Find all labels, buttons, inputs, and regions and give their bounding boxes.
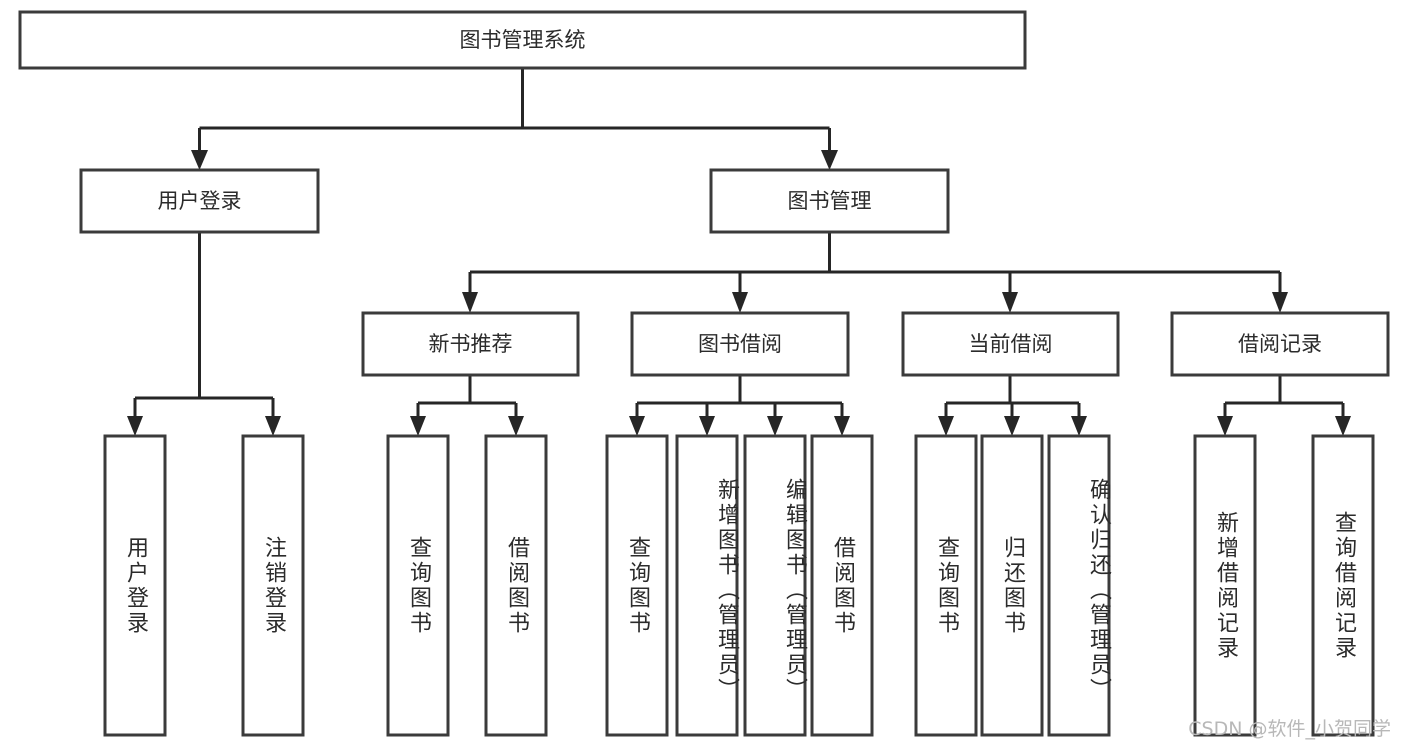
node-leaf-confirm-return[interactable] <box>1047 434 1111 737</box>
node-borrow-record-label: 借阅记录 <box>1238 332 1322 356</box>
node-leaf-edit-book[interactable] <box>743 434 807 737</box>
node-leaf-add-book[interactable] <box>675 434 739 737</box>
node-current-borrow-label: 当前借阅 <box>969 332 1053 356</box>
node-boxes: 图书管理系统 用户登录 图书管理 新书推荐 图书借阅 当前借阅 借阅记录 <box>18 10 1390 737</box>
arrow-to-leaf-edit-book <box>767 416 783 436</box>
connector-group <box>127 68 1351 436</box>
node-leaf-query-book-3[interactable] <box>914 434 978 737</box>
node-new-book-rec[interactable] <box>361 311 580 377</box>
node-leaf-logout[interactable] <box>241 434 305 737</box>
arrow-to-book-manage <box>821 150 838 170</box>
arrow-to-leaf-borrow-book-2 <box>834 416 850 436</box>
arrow-to-current-borrow <box>1002 292 1018 313</box>
arrow-to-leaf-query-book-1 <box>410 416 426 436</box>
csdn-watermark: CSDN @软件_小贺同学 <box>1188 718 1391 740</box>
arrow-to-leaf-confirm-return <box>1071 416 1087 436</box>
node-borrow-record[interactable] <box>1170 311 1390 377</box>
node-book-manage[interactable] <box>709 168 950 234</box>
node-leaf-borrow-book-2[interactable] <box>810 434 874 737</box>
arrow-to-leaf-query-book-2 <box>629 416 645 436</box>
node-user-login-label: 用户登录 <box>158 189 242 213</box>
arrow-to-leaf-logout <box>265 416 281 436</box>
arrow-to-leaf-add-record <box>1217 416 1233 436</box>
arrow-to-book-borrow <box>732 292 748 313</box>
arrow-to-user-login <box>191 150 208 170</box>
node-leaf-add-record[interactable] <box>1193 434 1257 737</box>
arrow-to-leaf-query-record <box>1335 416 1351 436</box>
node-book-manage-label: 图书管理 <box>788 189 872 213</box>
node-book-borrow[interactable] <box>630 311 850 377</box>
arrow-to-leaf-query-book-3 <box>938 416 954 436</box>
node-leaf-query-record[interactable] <box>1311 434 1375 737</box>
node-leaf-user-login[interactable] <box>103 434 167 737</box>
node-book-borrow-label: 图书借阅 <box>698 332 782 356</box>
node-new-book-rec-label: 新书推荐 <box>429 332 513 356</box>
arrow-to-leaf-user-login <box>127 416 143 436</box>
arrow-to-leaf-add-book <box>699 416 715 436</box>
arrow-to-leaf-return-book <box>1004 416 1020 436</box>
node-leaf-borrow-book-1[interactable] <box>484 434 548 737</box>
node-root-label: 图书管理系统 <box>460 28 586 52</box>
arrow-to-borrow-record <box>1272 292 1288 313</box>
node-leaf-query-book-1[interactable] <box>386 434 450 737</box>
arrow-to-leaf-borrow-book-1 <box>508 416 524 436</box>
arrow-to-new-book-rec <box>462 292 478 313</box>
node-root[interactable] <box>18 10 1027 70</box>
node-current-borrow[interactable] <box>901 311 1120 377</box>
node-leaf-return-book[interactable] <box>980 434 1044 737</box>
node-user-login[interactable] <box>79 168 320 234</box>
node-leaf-query-book-2[interactable] <box>605 434 669 737</box>
